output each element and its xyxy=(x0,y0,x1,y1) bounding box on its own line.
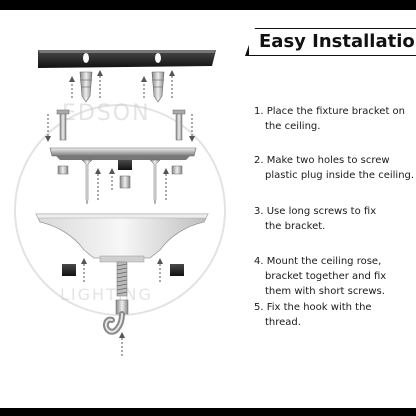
top-frame-bar xyxy=(0,0,416,10)
side-nut-icon xyxy=(62,264,184,276)
ceiling-rose-icon xyxy=(35,213,209,263)
long-screw-icon xyxy=(81,159,161,205)
step-4: 4. Mount the ceiling rose, bracket toget… xyxy=(254,254,414,299)
step-text: thread. xyxy=(265,317,301,328)
step-text: bracket together and fix xyxy=(265,271,387,282)
hook-icon xyxy=(102,299,129,335)
arrow-up-icon xyxy=(119,332,125,356)
page-title: Easy Installation xyxy=(249,29,416,55)
step-text: the bracket. xyxy=(265,221,326,232)
step-number: 4. xyxy=(254,256,264,267)
step-text: Fix the hook with the xyxy=(266,302,372,313)
step-number: 1. xyxy=(254,106,264,117)
step-number: 2. xyxy=(254,155,264,166)
bottom-frame-bar xyxy=(0,408,416,416)
step-text: them with short screws. xyxy=(265,286,385,297)
step-3: 3. Use long screws to fix the bracket. xyxy=(254,204,414,234)
mounting-bracket xyxy=(49,147,197,160)
step-1: 1. Place the fixture bracket on the ceil… xyxy=(254,104,414,134)
watermark-bottom-text: LIGHTING xyxy=(60,285,153,304)
step-number: 3. xyxy=(254,206,264,217)
short-screw-icon xyxy=(56,109,186,141)
step-5: 5. Fix the hook with the thread. xyxy=(254,300,414,330)
step-text: Mount the ceiling rose, xyxy=(266,256,382,267)
step-text: plastic plug inside the ceiling. xyxy=(265,170,415,181)
step-text: the ceiling. xyxy=(265,121,321,132)
plastic-plug-icon xyxy=(79,71,165,103)
step-text: Place the fixture bracket on xyxy=(266,106,406,117)
step-number: 5. xyxy=(254,302,264,313)
exploded-diagram: EDSON LIGHTING xyxy=(14,50,226,356)
step-text: Make two holes to screw xyxy=(266,155,390,166)
step-2: 2. Make two holes to screw plastic plug … xyxy=(254,153,414,183)
ceiling-bracket-icon xyxy=(38,50,216,68)
watermark: EDSON LIGHTING xyxy=(14,101,226,316)
nut-icon xyxy=(57,160,183,189)
watermark-text: EDSON xyxy=(62,101,151,126)
step-text: Use long screws to fix xyxy=(266,206,377,217)
arrow-up-icon xyxy=(71,74,173,98)
threaded-rod-icon xyxy=(116,261,128,297)
